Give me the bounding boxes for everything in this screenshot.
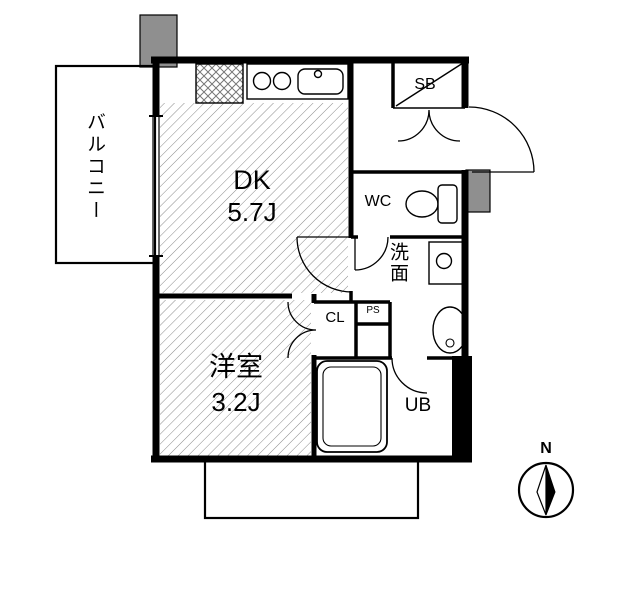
room-label-unit-bath: UB <box>404 395 432 416</box>
room-label-dk: DK <box>233 165 271 195</box>
vanity-icon <box>428 241 466 285</box>
floor-hatch-dk <box>160 103 348 293</box>
wc-door-arc <box>354 236 389 271</box>
room-label-washroom: 洗面 <box>387 242 408 284</box>
structure-block-entrance <box>465 169 491 213</box>
kitchen-sink-icon <box>297 68 344 95</box>
room-size-dk: 5.7J <box>227 197 277 227</box>
lower-terrace-outline <box>203 459 420 520</box>
compass-north-label: N <box>540 440 552 457</box>
room-label-shoe-box: SB <box>414 76 436 93</box>
window-lines <box>149 115 163 257</box>
balcony-outline <box>54 64 157 265</box>
entrance-door-arc <box>468 106 535 173</box>
shoe-box-lines <box>393 62 465 109</box>
stove-icon <box>252 71 292 91</box>
bathtub-icon <box>316 360 388 453</box>
dk-door-arc <box>296 236 353 293</box>
door-arcs <box>287 106 535 394</box>
closet-door-arcs <box>287 301 317 359</box>
room-label-balcony: バルコニー <box>84 112 105 222</box>
room-label-wc: WC <box>364 193 392 210</box>
refrigerator-space-icon <box>195 63 244 104</box>
room-label-western-room: 洋室 <box>209 352 263 382</box>
room-size-western-room: 3.2J <box>211 387 261 417</box>
room-label-pipe-space: PS <box>366 305 380 316</box>
toilet-icon <box>405 184 458 224</box>
compass-icon <box>517 461 575 519</box>
shoe-box-door-arcs <box>397 109 461 142</box>
unit-bath-door-arc <box>391 357 428 394</box>
floor-hatch-western-room <box>160 300 311 456</box>
room-label-closet: CL <box>325 309 345 326</box>
